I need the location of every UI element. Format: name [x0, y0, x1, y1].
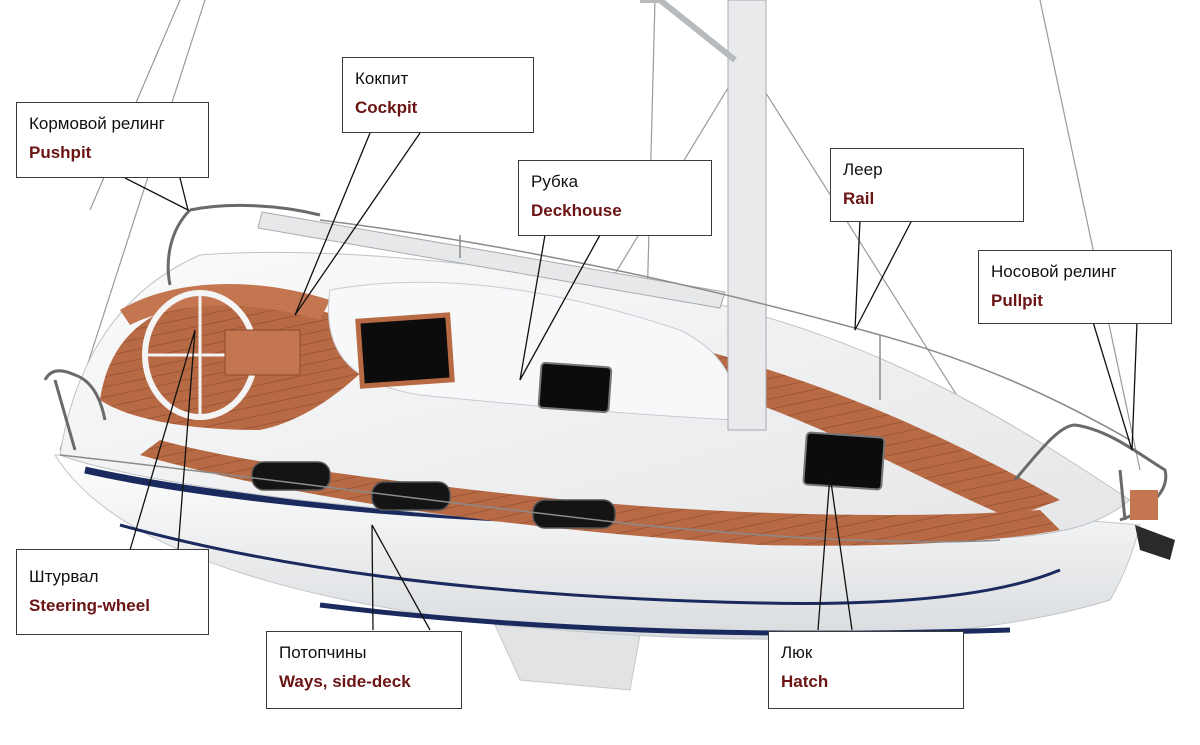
callout-pushpit: Кормовой релинг Pushpit — [16, 102, 209, 178]
companionway-hatch — [355, 312, 455, 389]
callout-hatch: Люк Hatch — [768, 631, 964, 709]
callout-rail: Леер Rail — [830, 148, 1024, 222]
pulpit-rail — [1013, 423, 1168, 522]
label-ru: Кормовой релинг — [29, 114, 165, 133]
label-en: Deckhouse — [531, 201, 622, 220]
label-en: Ways, side-deck — [279, 672, 411, 691]
callout-cockpit: Кокпит Cockpit — [342, 57, 534, 133]
lifelines — [59, 219, 1131, 543]
label-ru: Рубка — [531, 172, 579, 191]
mast — [727, 0, 767, 431]
boom — [257, 211, 726, 309]
label-ru: Потопчины — [279, 643, 367, 662]
spreader — [640, 0, 737, 63]
pushpit-rail — [43, 203, 321, 451]
portlights — [251, 461, 616, 529]
label-en: Pushpit — [29, 143, 92, 162]
label-ru: Леер — [843, 160, 883, 179]
binnacle — [224, 329, 301, 376]
label-en: Cockpit — [355, 98, 418, 117]
label-en: Pullpit — [991, 291, 1043, 310]
callout-deckhouse: Рубка Deckhouse — [518, 160, 712, 236]
cockpit-bench — [120, 283, 330, 325]
label-ru: Носовой релинг — [991, 262, 1117, 281]
forward-hatch — [802, 431, 886, 491]
label-ru: Штурвал — [29, 567, 99, 586]
leader-lines — [124, 132, 1138, 631]
label-en: Hatch — [781, 672, 829, 691]
label-en: Steering-wheel — [29, 596, 150, 615]
callout-pullpit: Носовой релинг Pullpit — [978, 250, 1172, 324]
side-deck-teak — [140, 440, 1060, 546]
label-ru: Люк — [781, 643, 813, 662]
callout-ways: Потопчины Ways, side-deck — [266, 631, 462, 709]
callout-steering-wheel: Штурвал Steering-wheel — [16, 549, 209, 635]
anchor-roller — [1130, 490, 1158, 520]
label-en: Rail — [843, 189, 875, 208]
label-ru: Кокпит — [355, 69, 409, 88]
deckhouse-hatch — [537, 361, 613, 414]
bow-anchor — [1135, 525, 1175, 560]
keel — [494, 624, 641, 691]
